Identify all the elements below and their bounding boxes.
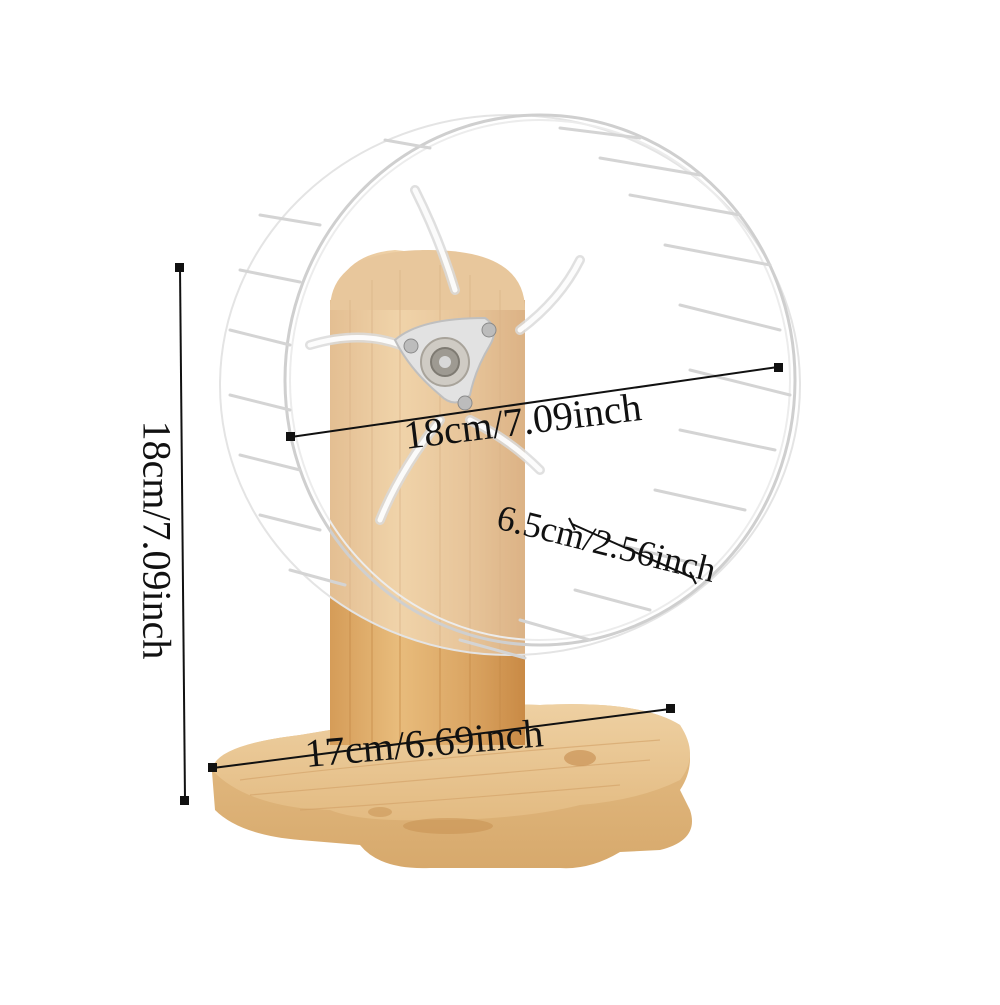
dimension-annotations (175, 263, 783, 805)
acrylic-wheel (219, 113, 801, 660)
total-height-label: 18cm/7.09inch (134, 420, 180, 660)
wheel-hub-bearing (393, 316, 497, 411)
wooden-post (330, 250, 525, 745)
base-dimension-line (212, 708, 671, 769)
diameter-dimension-line (290, 366, 779, 438)
height-dimension-line (179, 267, 186, 801)
wheel-width-dimension-line (571, 523, 694, 579)
